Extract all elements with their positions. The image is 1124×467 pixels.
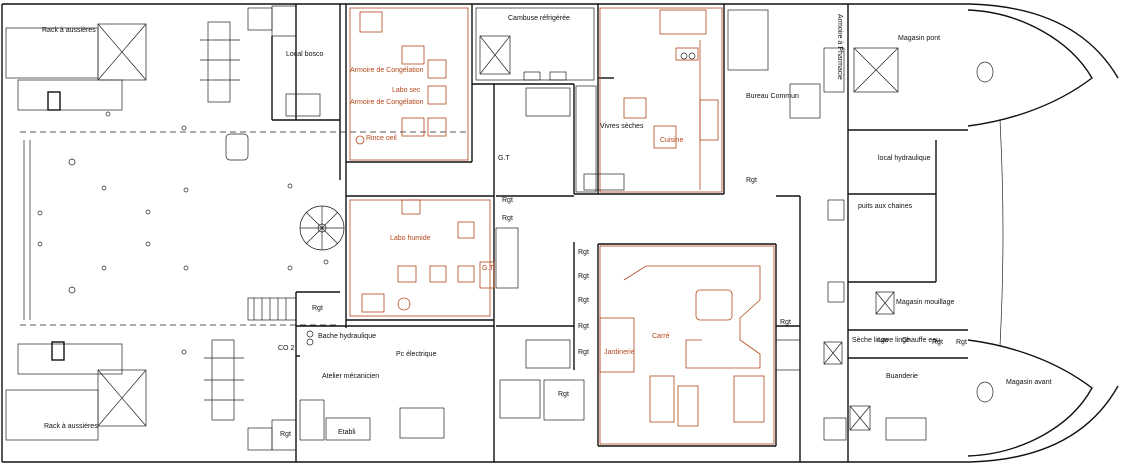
rgt-labels: Rgt Rgt Rgt Rgt Rgt Rgt Rgt Rgt Rgt Rgt … [280, 177, 967, 438]
rgt-label: Rgt [502, 197, 513, 204]
label-lave-linge: Lave linge [878, 337, 910, 344]
rgt-label: Rgt [780, 319, 791, 326]
label-gt-2: G.T [482, 265, 494, 272]
hull-outline [1, 3, 1119, 463]
rgt-label: Rgt [280, 431, 291, 438]
label-rack-top: Rack à aussières [42, 27, 96, 34]
label-bureau-commun: Bureau Commun [746, 93, 799, 100]
label-buanderie: Buanderie [886, 373, 918, 380]
label-cambuse: Cambuse réfrigérée [508, 15, 570, 22]
label-armoire-pharmacie: Armoire à Pharmacie [836, 14, 843, 80]
label-gt-1: G.T [498, 155, 510, 162]
rgt-label: Rgt [578, 297, 589, 304]
label-labo-sec: Labo sec [392, 87, 421, 94]
label-cuisine: Cuisine [660, 137, 683, 144]
label-armoire-2: Armoire de Congélation [350, 99, 424, 106]
interior-walls [271, 4, 968, 462]
label-jardinerie: Jardinerie [604, 349, 635, 356]
label-vivres-seches: Vivres sèches [600, 123, 644, 130]
label-carre: Carré [652, 333, 670, 340]
label-co2: CO 2 [278, 345, 294, 352]
label-labo-humide: Labo humide [390, 235, 431, 242]
rgt-label: Rgt [502, 215, 513, 222]
label-etabli: Etabli [338, 429, 356, 436]
rgt-label: Rgt [578, 323, 589, 330]
label-pc-electrique: Pc électrique [396, 351, 437, 358]
fixtures [285, 7, 927, 441]
label-local-bosco: Local bosco [286, 51, 323, 58]
label-magasin-mouillage: Magasin mouillage [896, 299, 954, 306]
rgt-label: Rgt [932, 339, 943, 346]
rgt-label: Rgt [312, 305, 323, 312]
label-atelier: Atelier mécanicien [322, 373, 379, 380]
aft-deck [5, 5, 470, 451]
label-local-hydraulique: local hydraulique [878, 155, 931, 162]
label-armoire-1: Armoire de Congélation [350, 67, 424, 74]
label-puits-chaines: puits aux chaines [858, 203, 913, 210]
label-magasin-pont: Magasin pont [898, 35, 940, 42]
label-rince-oeil: Rince oeil [366, 135, 397, 142]
rgt-label: Rgt [578, 273, 589, 280]
rgt-label: Rgt [746, 177, 757, 184]
label-rack-bottom: Rack à aussières [44, 423, 98, 430]
room-labels: Rack à aussières Rack à aussières Local … [42, 14, 1052, 436]
label-bache: Bache hydraulique [318, 333, 376, 340]
rgt-label: Rgt [558, 391, 569, 398]
rgt-label: Rgt [578, 249, 589, 256]
label-chauffe-eau: Chauffe eau [902, 337, 940, 344]
red-furniture [349, 7, 775, 445]
label-magasin-avant: Magasin avant [1006, 379, 1052, 386]
rgt-label: Rgt [956, 339, 967, 346]
rgt-label: Rgt [578, 349, 589, 356]
label-seche-linge: Sèche linge [852, 337, 889, 344]
